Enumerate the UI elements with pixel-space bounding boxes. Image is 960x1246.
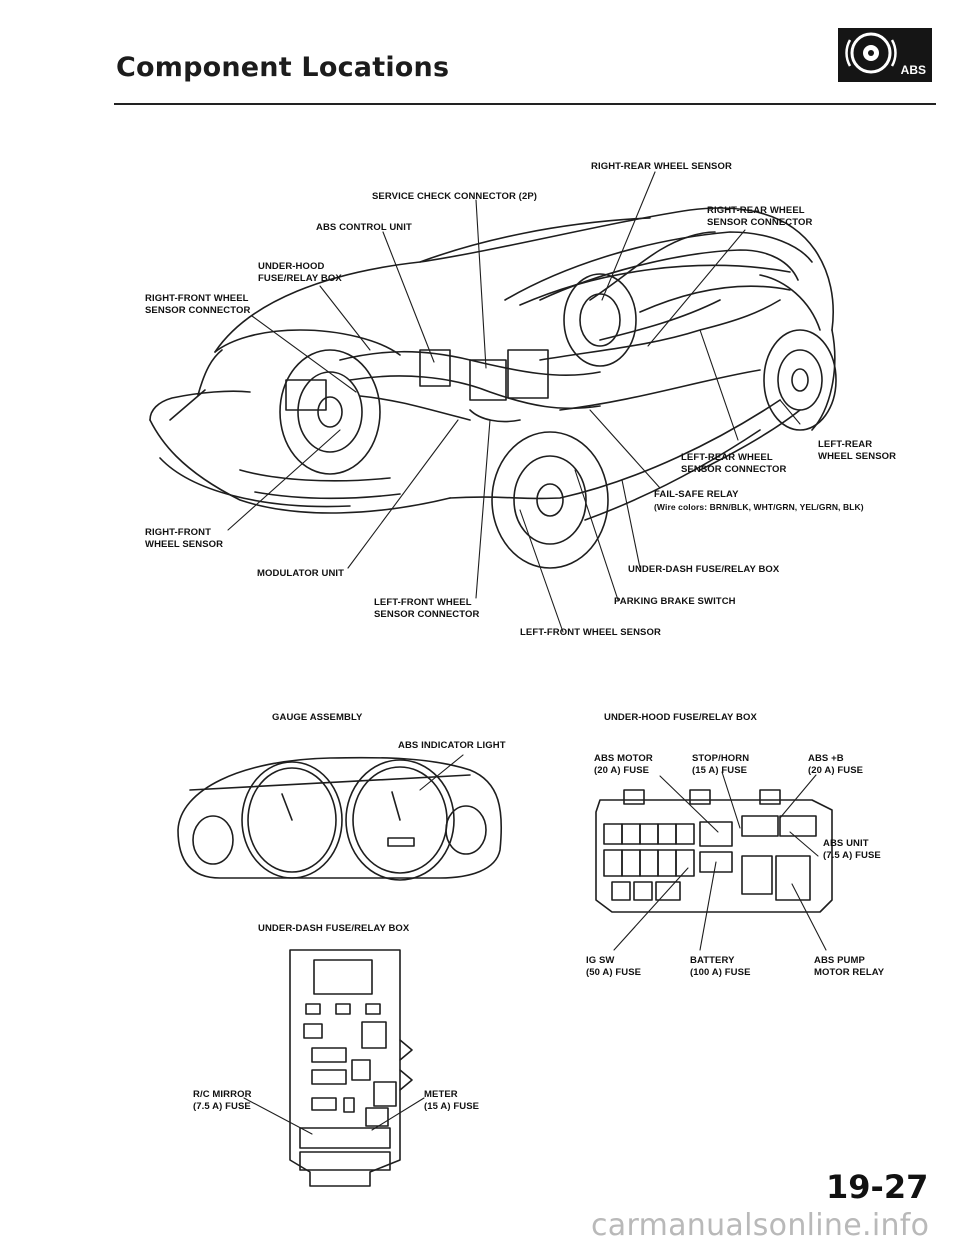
label-left-front-wheel-sensor: LEFT-FRONT WHEEL SENSOR — [520, 627, 661, 638]
label-abs-unit-fuse: ABS UNIT (7.5 A) FUSE — [823, 838, 881, 861]
gauge-assembly-title: GAUGE ASSEMBLY — [272, 712, 363, 723]
under-hood-fuse-box-illustration — [595, 771, 833, 951]
label-left-rear-wheel-sensor-connector: LEFT-REAR WHEEL SENSOR CONNECTOR — [681, 452, 787, 475]
page-title: Component Locations — [116, 52, 450, 83]
car-leader-lines — [227, 171, 801, 633]
gauge-assembly-illustration — [177, 754, 503, 881]
label-abs-motor-fuse: ABS MOTOR (20 A) FUSE — [594, 753, 653, 776]
car-illustration — [149, 207, 837, 569]
label-fail-safe-relay: FAIL-SAFE RELAY — [654, 489, 739, 500]
label-left-front-wheel-sensor-connector: LEFT-FRONT WHEEL SENSOR CONNECTOR — [374, 597, 480, 620]
label-meter-fuse: METER (15 A) FUSE — [424, 1089, 480, 1112]
label-under-dash-fuse-relay-box: UNDER-DASH FUSE/RELAY BOX — [628, 564, 780, 575]
label-abs-control-unit: ABS CONTROL UNIT — [316, 222, 412, 233]
abs-badge: ABS — [838, 28, 932, 82]
under-dash-box-title: UNDER-DASH FUSE/RELAY BOX — [258, 923, 410, 934]
label-right-front-wheel-sensor: RIGHT-FRONT WHEEL SENSOR — [145, 527, 224, 550]
title-divider — [114, 103, 936, 105]
label-under-hood-fuse-relay-box: UNDER-HOOD FUSE/RELAY BOX — [258, 261, 342, 284]
label-abs-b-fuse: ABS +B (20 A) FUSE — [808, 753, 864, 776]
page-number: 19-27 — [826, 1168, 929, 1206]
label-modulator-unit: MODULATOR UNIT — [257, 568, 345, 579]
label-abs-indicator-light: ABS INDICATOR LIGHT — [398, 740, 506, 751]
label-service-check-connector: SERVICE CHECK CONNECTOR (2P) — [372, 191, 538, 202]
label-right-rear-wheel-sensor-connector: RIGHT-REAR WHEEL SENSOR CONNECTOR — [707, 205, 813, 228]
under-dash-fuse-box-illustration — [243, 949, 425, 1187]
label-parking-brake-switch: PARKING BRAKE SWITCH — [614, 596, 736, 607]
label-right-rear-wheel-sensor: RIGHT-REAR WHEEL SENSOR — [591, 161, 732, 172]
label-ig-sw-fuse: IG SW (50 A) FUSE — [586, 955, 642, 978]
label-rc-mirror-fuse: R/C MIRROR (7.5 A) FUSE — [193, 1089, 252, 1112]
abs-badge-text: ABS — [900, 63, 926, 77]
abs-brake-icon — [845, 32, 897, 74]
label-battery-fuse: BATTERY (100 A) FUSE — [690, 955, 751, 978]
watermark: carmanualsonline.info — [591, 1208, 930, 1243]
label-abs-pump-motor-relay: ABS PUMP MOTOR RELAY — [814, 955, 885, 978]
under-hood-box-title: UNDER-HOOD FUSE/RELAY BOX — [604, 712, 757, 723]
label-stop-horn-fuse: STOP/HORN (15 A) FUSE — [692, 753, 750, 776]
label-right-front-wheel-sensor-connector: RIGHT-FRONT WHEEL SENSOR CONNECTOR — [145, 293, 251, 316]
label-left-rear-wheel-sensor: LEFT-REAR WHEEL SENSOR — [818, 439, 897, 462]
label-fail-safe-wire-colors: (Wire colors: BRN/BLK, WHT/GRN, YEL/GRN,… — [654, 502, 864, 512]
